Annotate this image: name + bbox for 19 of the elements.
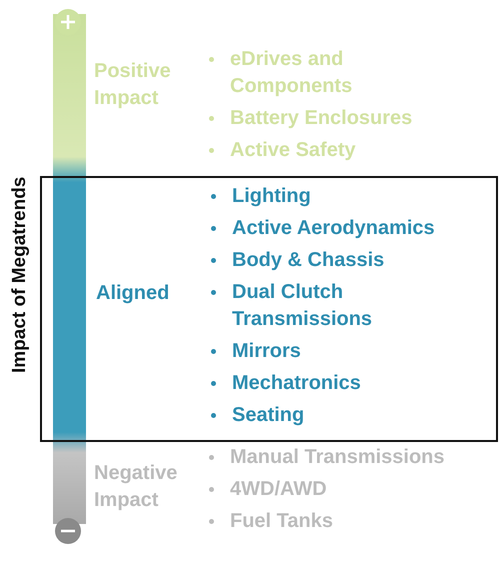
band-heading: Positive Impact [94, 59, 172, 111]
list-item: Active Aerodynamics [208, 215, 460, 242]
list-item: eDrives and Components [206, 46, 458, 100]
band-heading: Aligned [96, 281, 170, 306]
list-item: Mirrors [208, 338, 460, 365]
axis-title: Impact of Megatrends [8, 176, 31, 376]
list-item: Active Safety [206, 137, 458, 164]
list-item: Seating [208, 402, 460, 429]
gradient-bar [53, 14, 86, 524]
list-item: Dual Clutch Transmissions [208, 279, 460, 333]
list-item: Manual Transmissions [206, 444, 458, 471]
list-item: Fuel Tanks [206, 508, 458, 535]
list-item: Lighting [208, 183, 460, 210]
outlined-band [40, 176, 498, 442]
list-item: 4WD/AWD [206, 476, 458, 503]
band-heading: Negative Impact [94, 461, 178, 513]
list-item: Mechatronics [208, 370, 460, 397]
list-item: Battery Enclosures [206, 105, 458, 132]
list-item: Body & Chassis [208, 247, 460, 274]
